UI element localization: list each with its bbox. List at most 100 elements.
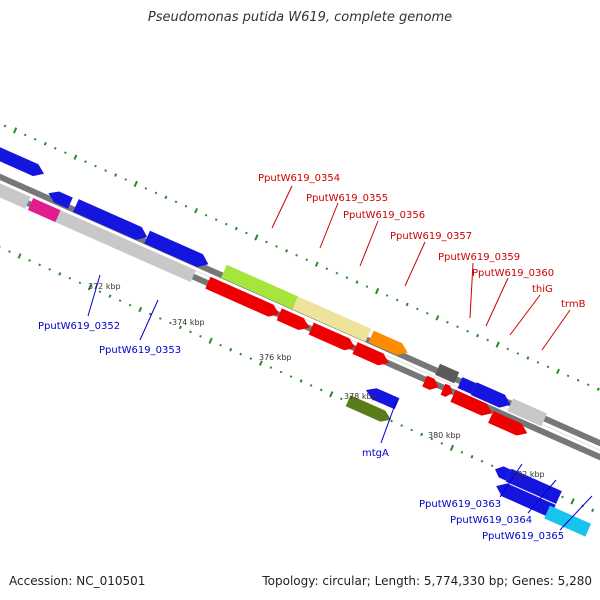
gene-feature-blue (73, 199, 148, 240)
gc-tick (576, 378, 580, 382)
gc-tick (194, 208, 199, 214)
gc-tick (516, 352, 520, 355)
callout-line (404, 241, 426, 287)
gc-tick (28, 259, 31, 262)
gene-label-pputw619-0356: PputW619_0356 (343, 210, 425, 221)
callout-line (499, 463, 523, 498)
gene-label-pputw619-0365: PputW619_0365 (482, 531, 564, 542)
gene-label-mtga: mtgA (362, 448, 389, 459)
gc-tick (314, 261, 319, 267)
gc-tick (309, 384, 313, 387)
gc-tick (466, 329, 469, 333)
gc-tick (53, 146, 57, 150)
gc-tick (204, 213, 208, 217)
gc-tick (234, 226, 238, 231)
gc-tick (98, 290, 102, 294)
gene-label-trmb: trmB (561, 299, 586, 310)
gc-tick (345, 276, 349, 279)
gene-label-pputw619-0363: PputW619_0363 (419, 499, 501, 510)
gc-tick (269, 366, 273, 369)
gene-feature-blue (0, 147, 44, 177)
gc-tick (128, 303, 132, 307)
gene-feature-red (205, 276, 280, 317)
gc-tick (506, 347, 510, 351)
gene-feature-grey (0, 183, 31, 209)
gc-tick (189, 330, 192, 334)
gene-label-thig: thiG (532, 284, 553, 295)
gc-tick (254, 234, 259, 241)
gene-feature-olive (345, 395, 392, 422)
gene-feature-red (440, 383, 453, 397)
scale-tick-label: 378 kbp (344, 392, 377, 401)
gc-tick (178, 325, 182, 330)
gc-tick (289, 375, 293, 378)
gene-feature-red (422, 375, 439, 390)
gene-feature-blue (496, 483, 556, 518)
gc-tick (208, 337, 213, 344)
genome-summary-text: Topology: circular; Length: 5,774,330 bp… (262, 574, 592, 588)
gc-tick (138, 306, 143, 313)
gc-tick (73, 154, 78, 160)
gc-tick (435, 315, 440, 321)
gc-tick (214, 218, 218, 221)
gc-tick (425, 311, 429, 315)
gc-tick (33, 137, 37, 141)
gene-feature-cyan (544, 505, 591, 537)
gene-feature-blue (366, 388, 400, 410)
callout-line (87, 274, 101, 317)
gene-feature-grey (55, 210, 196, 283)
gc-tick (84, 160, 87, 163)
gc-tick (275, 245, 278, 248)
gene-feature-magenta (27, 198, 61, 223)
gene-feature-red (488, 411, 528, 436)
gc-tick (154, 191, 158, 195)
accession-text: Accession: NC_010501 (9, 574, 146, 588)
gc-tick (586, 383, 590, 387)
callout-line (271, 185, 293, 229)
gc-tick (58, 272, 62, 276)
gc-tick (319, 388, 323, 392)
gc-tick (596, 387, 600, 391)
gc-tick (124, 178, 128, 181)
scale-tick-label: 376 kbp (259, 353, 292, 362)
gc-tick (570, 498, 575, 505)
gc-tick (410, 428, 414, 432)
gc-tick (104, 169, 107, 172)
reverse-gene-labels: PputW619_0352 PputW619_0353 mtgA PputW61… (38, 321, 564, 542)
gc-tick (108, 294, 112, 298)
gc-tick (480, 459, 484, 463)
scale-tick-label: 374 kbp (172, 318, 205, 327)
gene-feature-red (352, 342, 389, 366)
gc-tick (148, 312, 152, 316)
callout-line (527, 479, 557, 514)
gc-tick (556, 368, 561, 375)
gc-tick (118, 299, 122, 302)
gene-feature-blue (505, 468, 562, 504)
gc-tick (526, 356, 530, 360)
gc-tick (385, 294, 389, 297)
gc-tick (395, 298, 399, 302)
gc-tick (561, 495, 564, 499)
gc-tick (546, 365, 550, 369)
gene-label-pputw619-0359: PputW619_0359 (438, 252, 520, 263)
gc-tick (23, 133, 27, 137)
gc-tick (239, 352, 243, 356)
gene-label-pputw619-0353: PputW619_0353 (99, 345, 181, 356)
gc-tick (420, 432, 424, 437)
gc-tick (329, 391, 334, 398)
gene-feature-blue (144, 230, 209, 268)
callout-line (359, 220, 379, 267)
scale-tick-label: 380 kbp (428, 431, 461, 440)
forward-gene-labels: PputW619_0354 PputW619_0355 PputW619_035… (258, 173, 586, 310)
gene-label-pputw619-0364: PputW619_0364 (450, 515, 532, 526)
gc-tick (199, 334, 202, 338)
gc-tick (415, 307, 419, 311)
callout-line (559, 495, 593, 531)
label-callouts (87, 185, 593, 531)
gene-features (0, 147, 591, 537)
gene-label-pputw619-0360: PputW619_0360 (472, 268, 554, 279)
gene-label-pputw619-0355: PputW619_0355 (306, 193, 388, 204)
gc-tick (245, 231, 248, 235)
gc-tick (470, 454, 474, 459)
gc-tick (87, 284, 93, 291)
